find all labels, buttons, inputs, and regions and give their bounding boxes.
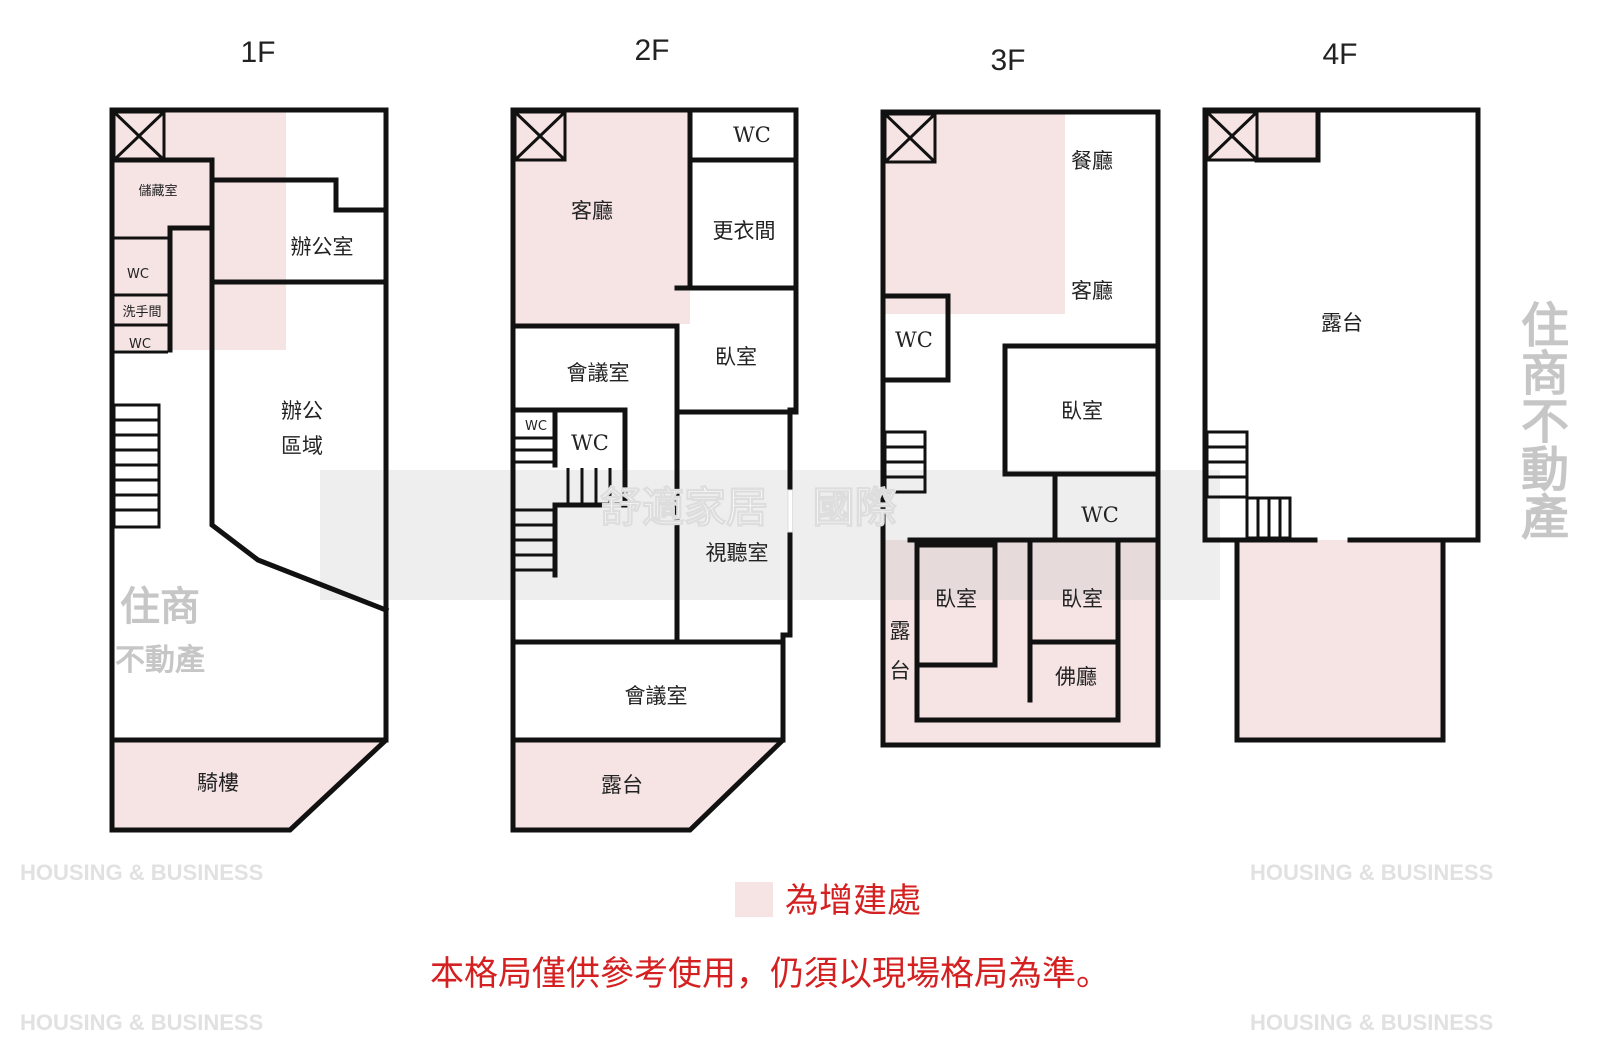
room-label: 露台	[1321, 311, 1363, 335]
stairs	[515, 436, 612, 572]
room-label: 客廳	[571, 199, 613, 223]
floor-label: 1F	[240, 36, 275, 69]
watermark-brand-big: 住商不動產	[1512, 300, 1569, 541]
floor-2f: 2F 客廳 WC 更衣間 臥室 會議室 WC WC 視聽室 會議室 露台	[510, 34, 799, 833]
room-label: 臥室	[935, 587, 977, 611]
room-label: 辦公	[281, 399, 323, 423]
legend-label: 為增建處	[785, 881, 921, 921]
disclaimer: 本格局僅供參考使用，仍須以現場格局為準。	[430, 954, 1110, 994]
room-label: 辦公室	[291, 235, 354, 259]
room-label: 洗手間	[122, 305, 161, 320]
watermark-english: HOUSING & BUSINESS	[20, 860, 263, 885]
room-label: WC	[127, 267, 149, 282]
legend-swatch	[735, 882, 773, 917]
stairs	[883, 430, 927, 494]
floor-label: 3F	[990, 44, 1025, 77]
room-label: WC	[733, 123, 771, 147]
floor-3f: 3F 餐廳 客廳 WC 臥室 WC 露 台 臥室 臥室 佛廳	[880, 44, 1161, 748]
watermark-english: HOUSING & BUSINESS	[20, 1010, 263, 1035]
room-label: WC	[1081, 503, 1119, 527]
room-label: WC	[525, 419, 547, 434]
room-label: 露	[890, 619, 911, 643]
watermark-band	[320, 470, 1220, 600]
room-label: 儲藏室	[138, 183, 177, 199]
room-label: 騎樓	[197, 771, 239, 795]
room-label: 餐廳	[1071, 149, 1113, 173]
stairs	[112, 403, 161, 529]
watermark-brand-line1: 住商	[120, 584, 200, 630]
stairs	[1205, 430, 1292, 540]
room-label: 更衣間	[713, 219, 776, 243]
room-label: 露台	[601, 773, 643, 797]
room-label: 會議室	[625, 684, 688, 708]
room-label: 客廳	[1071, 279, 1113, 303]
room-label: WC	[571, 431, 609, 455]
room-label: 臥室	[715, 345, 757, 369]
room-label: 臥室	[1061, 399, 1103, 423]
added-areas	[114, 112, 1443, 830]
floor-label: 4F	[1322, 38, 1357, 71]
watermark-english: HOUSING & BUSINESS	[1250, 860, 1493, 885]
room-label: 佛廳	[1055, 665, 1097, 689]
overlay-text: 舒適家居 | 國際	[600, 483, 897, 532]
room-label: 會議室	[567, 361, 630, 385]
floor-4f: 4F 露台	[1202, 38, 1481, 743]
legend: 為增建處	[735, 881, 921, 921]
room-label: 臥室	[1061, 587, 1103, 611]
room-label: 區域	[281, 434, 323, 458]
room-label: WC	[895, 328, 933, 352]
watermark-brand-line2: 不動產	[115, 643, 205, 678]
floor-label: 2F	[634, 34, 669, 67]
floor-1f: 1F 儲藏室 辦公室 WC 洗手間 WC 辦公 區域 騎樓	[109, 36, 390, 833]
room-label: 視聽室	[706, 541, 769, 565]
room-label: 台	[890, 659, 911, 683]
room-label: WC	[129, 337, 151, 352]
watermark: 住商 不動產 住商不動產 HOUSING & BUSINESS HOUSING …	[20, 300, 1569, 1035]
watermark-english: HOUSING & BUSINESS	[1250, 1010, 1493, 1035]
